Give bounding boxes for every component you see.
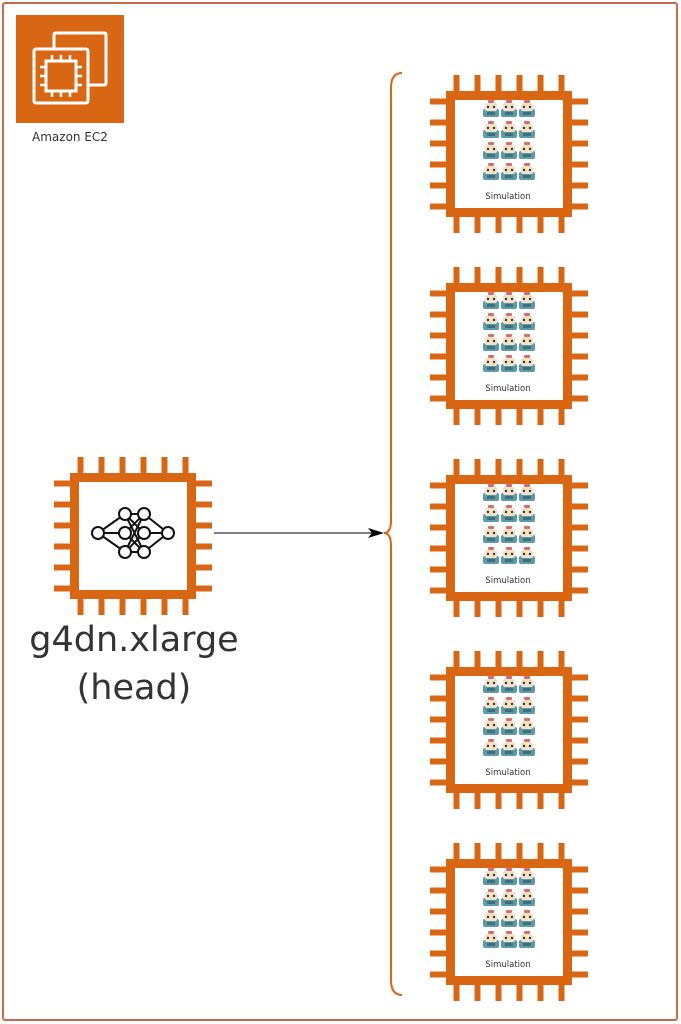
robot-icon (501, 526, 517, 543)
robot-icon (483, 931, 499, 948)
robot-icon (501, 100, 517, 117)
robot-icon (519, 292, 535, 309)
simulation-node-chip[interactable]: Simulation (430, 75, 588, 233)
simulation-node-list: SimulationSimulationSimulationSimulation… (430, 75, 588, 1001)
robot-icon (483, 484, 499, 501)
simulation-node-chip[interactable]: Simulation (430, 267, 588, 425)
robot-icon (483, 739, 499, 756)
robot-icon (501, 355, 517, 372)
robot-icon (501, 142, 517, 159)
robot-icon (519, 505, 535, 522)
robot-icon (519, 121, 535, 138)
robot-icon (519, 676, 535, 693)
robot-icon (501, 697, 517, 714)
robot-icon (483, 718, 499, 735)
robot-icon (519, 484, 535, 501)
robot-icon (519, 547, 535, 564)
ec2-badge (16, 15, 124, 123)
robot-icon (501, 313, 517, 330)
chip-pins (54, 457, 212, 615)
robot-icon (519, 889, 535, 906)
head-node-instance-type: g4dn.xlarge (29, 620, 239, 660)
robot-icon (501, 121, 517, 138)
robot-grid-icon (483, 676, 535, 756)
robot-icon (483, 889, 499, 906)
robot-icon (519, 355, 535, 372)
robot-icon (519, 313, 535, 330)
robot-icon (483, 121, 499, 138)
robot-icon (519, 697, 535, 714)
ec2-badge-background (16, 15, 124, 123)
robot-icon (501, 547, 517, 564)
head-node-role: (head) (76, 668, 192, 708)
robot-grid-icon (483, 484, 535, 564)
robot-icon (519, 142, 535, 159)
robot-icon (483, 313, 499, 330)
neural-network-icon (91, 507, 175, 559)
robot-icon (501, 292, 517, 309)
simulation-node-label: Simulation (485, 384, 530, 394)
robot-grid-icon (483, 292, 535, 372)
robot-icon (483, 142, 499, 159)
simulation-node-label: Simulation (485, 192, 530, 202)
ec2-badge-label: Amazon EC2 (32, 130, 108, 144)
robot-icon (519, 100, 535, 117)
head-to-workers-arrowhead (368, 528, 384, 538)
simulation-node-chip[interactable]: Simulation (430, 651, 588, 809)
robot-icon (519, 868, 535, 885)
robot-icon (483, 547, 499, 564)
chip-pins (430, 651, 588, 809)
robot-icon (519, 334, 535, 351)
robot-icon (501, 334, 517, 351)
chip-pins (430, 75, 588, 233)
simulation-node-label: Simulation (485, 960, 530, 970)
robot-icon (519, 739, 535, 756)
simulation-node-label: Simulation (485, 768, 530, 778)
robot-icon (483, 697, 499, 714)
worker-group-bracket (383, 72, 403, 996)
robot-icon (501, 889, 517, 906)
chip-pins (430, 843, 588, 1001)
robot-icon (483, 910, 499, 927)
robot-icon (501, 484, 517, 501)
robot-icon (519, 526, 535, 543)
robot-icon (501, 739, 517, 756)
robot-icon (501, 163, 517, 180)
robot-icon (501, 931, 517, 948)
robot-grid-icon (483, 100, 535, 180)
robot-icon (483, 526, 499, 543)
chip-pins (430, 267, 588, 425)
simulation-node-chip[interactable]: Simulation (430, 843, 588, 1001)
head-node-label: g4dn.xlarge (head) (0, 616, 268, 712)
robot-icon (483, 334, 499, 351)
robot-grid-icon (483, 868, 535, 948)
robot-icon (483, 163, 499, 180)
chip-pins (430, 459, 588, 617)
robot-icon (483, 292, 499, 309)
robot-icon (483, 676, 499, 693)
robot-icon (483, 100, 499, 117)
robot-icon (501, 505, 517, 522)
robot-icon (519, 910, 535, 927)
robot-icon (501, 718, 517, 735)
robot-icon (519, 163, 535, 180)
robot-icon (501, 868, 517, 885)
robot-icon (483, 868, 499, 885)
robot-icon (519, 931, 535, 948)
simulation-node-chip[interactable]: Simulation (430, 459, 588, 617)
robot-icon (519, 718, 535, 735)
robot-icon (483, 505, 499, 522)
robot-icon (501, 910, 517, 927)
simulation-node-label: Simulation (485, 576, 530, 586)
ec2-chip-icon (32, 31, 108, 105)
robot-icon (483, 355, 499, 372)
robot-icon (501, 676, 517, 693)
